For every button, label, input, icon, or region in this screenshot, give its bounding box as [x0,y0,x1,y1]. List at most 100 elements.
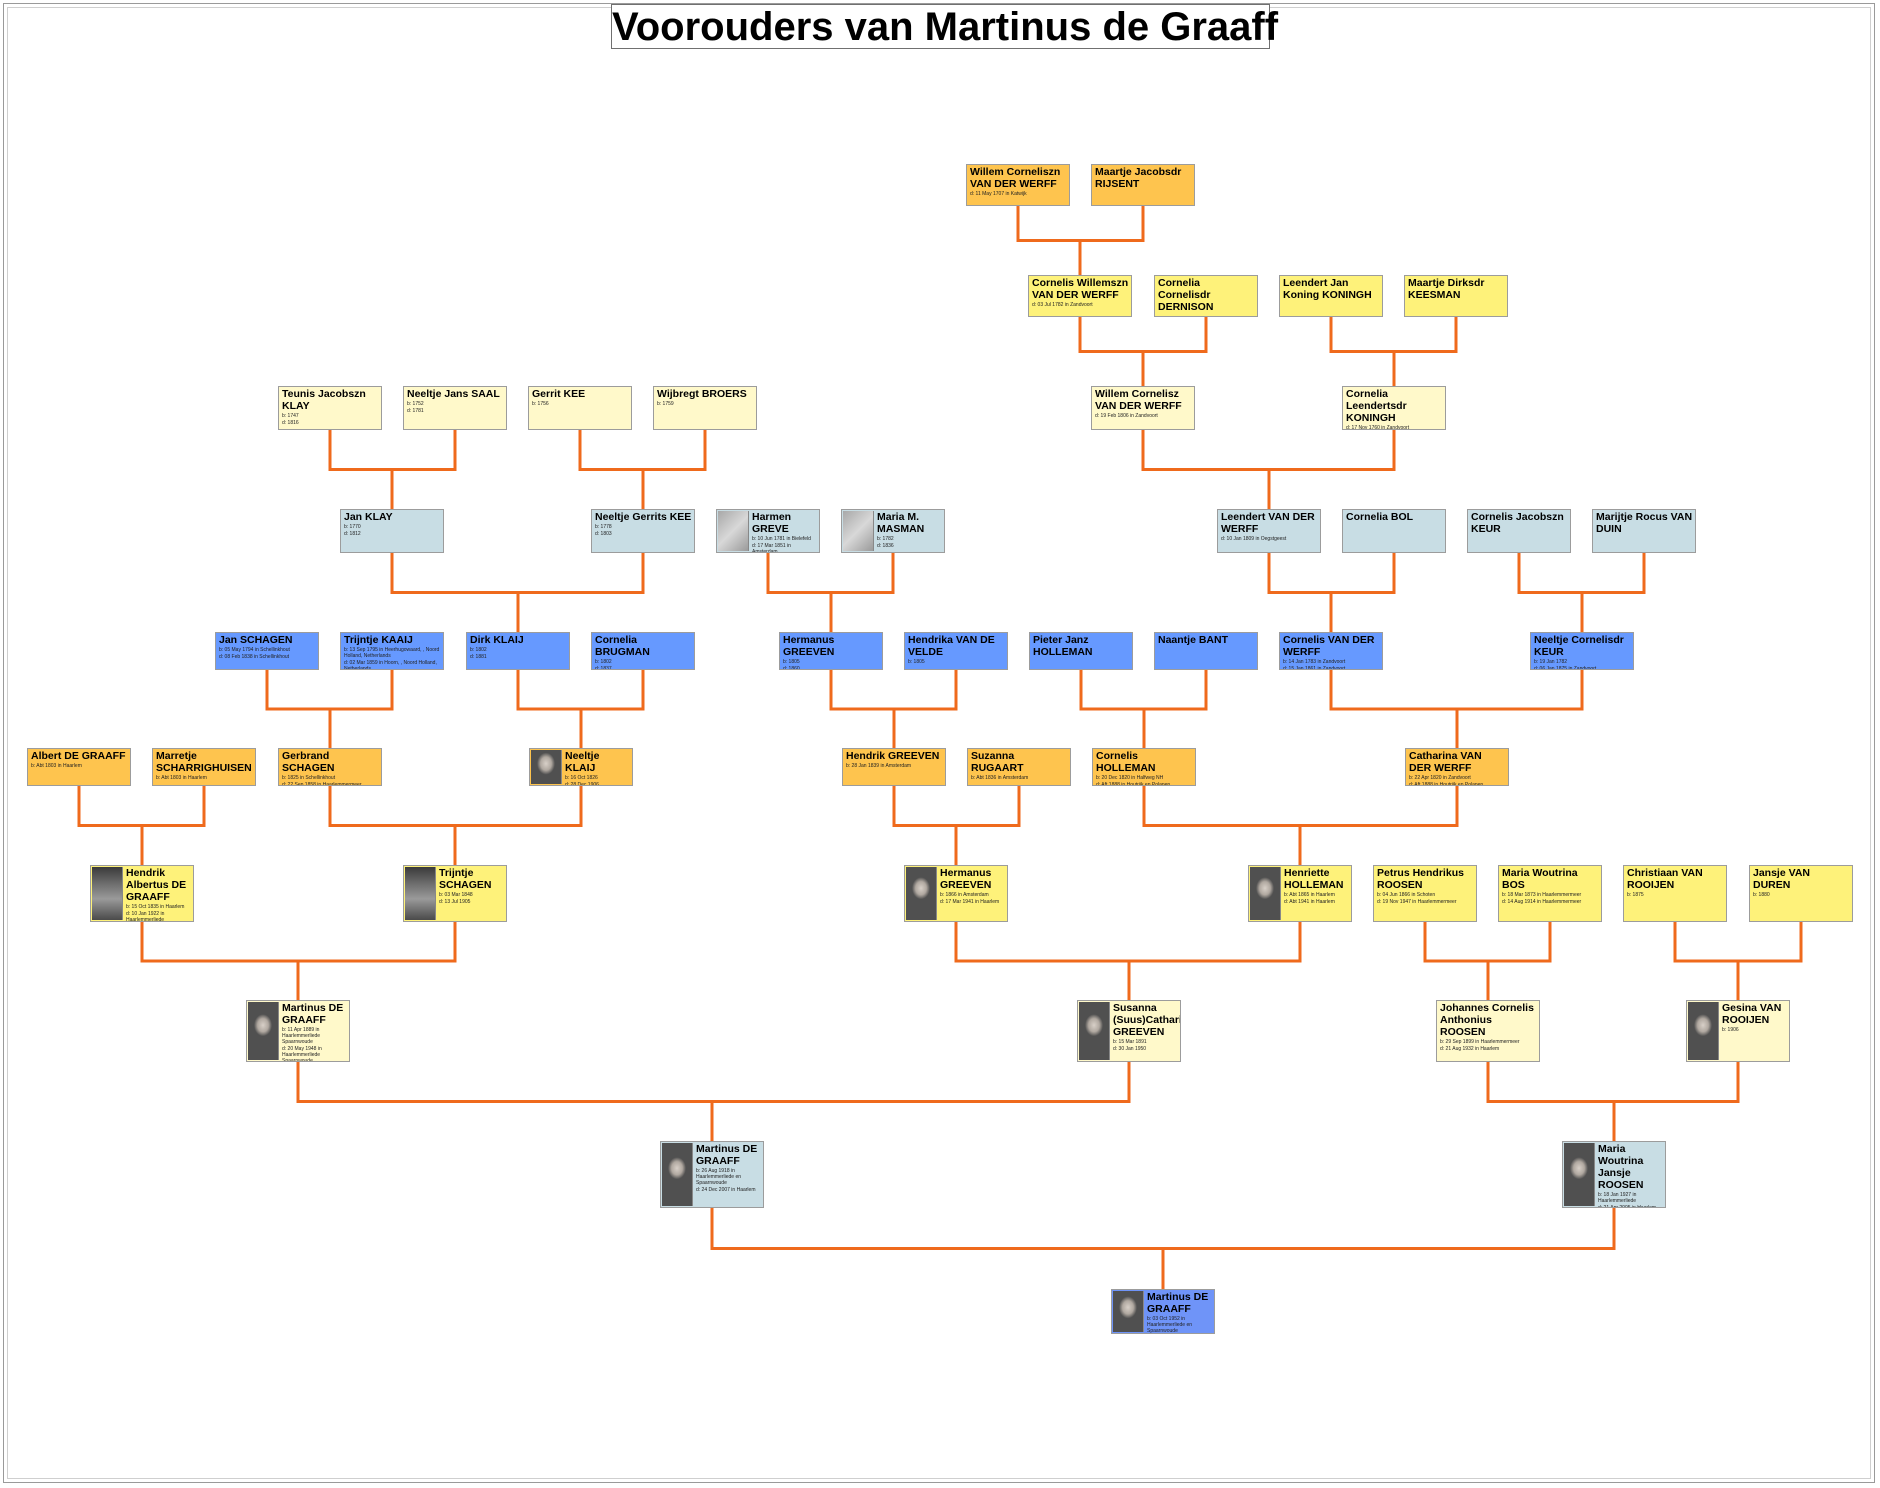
person-name: Susanna (Suus)Catharina GREEVEN [1113,1002,1180,1038]
person-date: b: 20 Dec 1820 in Halfweg NH [1096,775,1164,781]
person-date: b: 26 Aug 1918 in Haarlemmerliede en Spa… [696,1168,742,1186]
person-date: b: 10 Jun 1781 in Bielefeld [752,536,811,542]
person-name: Maartje Dirksdr KEESMAN [1408,277,1485,301]
person-name: Henriette HOLLEMAN [1284,867,1344,891]
person-date: b: 19 Jan 1782 [1534,659,1568,665]
person-text: Cornelia Cornelisdr DERNISON [1158,277,1255,313]
person-date: d: 17 Mar 1941 in Haarlem [940,899,1000,905]
person-name: Pieter Janz HOLLEMAN [1033,634,1093,658]
person-date: b: 1866 in Amsterdam [940,892,989,898]
person-name: Leendert Jan Koning KONINGH [1283,277,1372,301]
person-box-p5[interactable]: Leendert Jan Koning KONINGH [1279,275,1383,317]
document-photo [843,511,874,551]
person-name: Willem Corneliszn VAN DER WERFF [970,166,1061,190]
person-box-p27[interactable]: Pieter Janz HOLLEMAN [1029,632,1133,670]
person-name: Cornelia BRUGMAN [595,634,650,658]
person-box-p6[interactable]: Maartje Dirksdr KEESMAN [1404,275,1508,317]
gravestone-photo [405,867,436,920]
person-name: Gerbrand SCHAGEN [282,750,335,774]
person-date: d: Abt 1941 in Haarlem [1284,899,1335,905]
person-date: b: 1782 [877,536,894,542]
person-name: Martinus DE GRAAFF [1147,1291,1209,1315]
person-name: Jansje VAN DUREN [1753,867,1810,891]
person-name: Martinus DE GRAAFF [282,1002,344,1026]
person-box-p19[interactable]: Cornelis Jacobszn KEUR [1467,509,1571,553]
person-box-p18[interactable]: Cornelia BOL [1342,509,1446,553]
person-name: Maria Woutrina BOS [1502,867,1578,891]
person-date: d: 21 Aug 1932 in Haarlem [1440,1046,1500,1052]
person-box-p4[interactable]: Cornelia Cornelisdr DERNISON [1154,275,1258,317]
person-box-p2[interactable]: Maartje Jacobsdr RIJSENT [1091,164,1195,206]
person-date: b: 15 Oct 1835 in Haarlem [126,904,185,910]
person-name: Hendrik GREEVEN [846,750,940,762]
person-text: Maartje Jacobsdr RIJSENT [1095,166,1192,190]
person-date: b: 1802 [470,647,487,653]
person-box-p20[interactable]: Marijtje Rocus VAN DUIN [1592,509,1696,553]
portrait-photo [1113,1291,1144,1332]
person-name: Cornelis Willemszn VAN DER WERFF [1032,277,1129,301]
person-date: d: 06 Jan 1875 in Zandvoort [1534,666,1597,670]
person-date: d: 1860 [783,666,800,670]
person-date: d: 13 Jul 1905 [439,899,471,905]
person-name: Cornelis VAN DER WERFF [1283,634,1375,658]
person-box-p28[interactable]: Naantje BANT [1154,632,1258,670]
person-date: b: 13 Sep 1795 in Heerhugowaard, , Noord… [344,647,440,659]
person-date: b: 1805 [908,659,925,665]
person-date: b: Abt 1803 in Haarlem [31,763,82,769]
person-date: b: 29 Sep 1899 in Haarlemmermeer [1440,1039,1520,1045]
